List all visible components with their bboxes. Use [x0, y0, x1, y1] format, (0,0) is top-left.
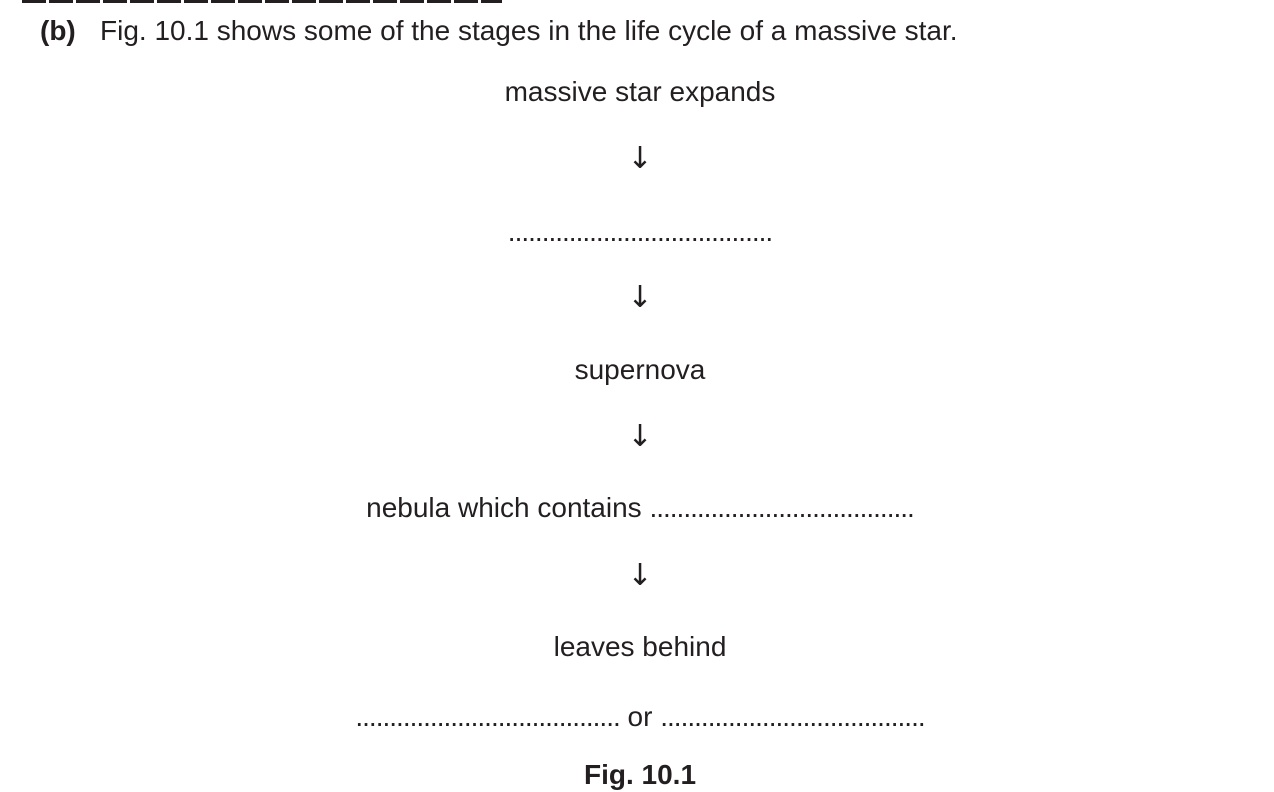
answer-blank-stage-2[interactable]: .......................................	[0, 215, 1274, 249]
down-arrow-icon: ↓	[627, 419, 653, 454]
question-statement: (b) Fig. 10.1 shows some of the stages in…	[40, 14, 958, 48]
stage-leaves-behind: leaves behind	[553, 631, 727, 662]
answer-dotted-line[interactable]: .......................................	[507, 216, 773, 247]
down-arrow-icon: ↓	[627, 558, 653, 593]
nebula-label: nebula which contains	[366, 492, 642, 523]
question-text: Fig. 10.1 shows some of the stages in th…	[100, 15, 958, 46]
figure-caption: Fig. 10.1	[583, 759, 697, 790]
stage-nebula: nebula which contains ..................…	[0, 491, 1274, 525]
stage-supernova: supernova	[574, 354, 706, 385]
down-arrow-icon: ↓	[627, 141, 653, 176]
question-part-label: (b)	[40, 15, 76, 46]
cropped-text-remnant	[22, 0, 502, 3]
remnant-options: ....................................... …	[0, 700, 1274, 734]
answer-dotted-line[interactable]: .......................................	[649, 492, 914, 523]
answer-dotted-line[interactable]: .......................................	[355, 701, 620, 732]
answer-dotted-line[interactable]: .......................................	[660, 701, 925, 732]
or-label: or	[627, 701, 653, 732]
down-arrow-icon: ↓	[627, 280, 653, 315]
stage-massive-star-expands: massive star expands	[504, 76, 776, 107]
